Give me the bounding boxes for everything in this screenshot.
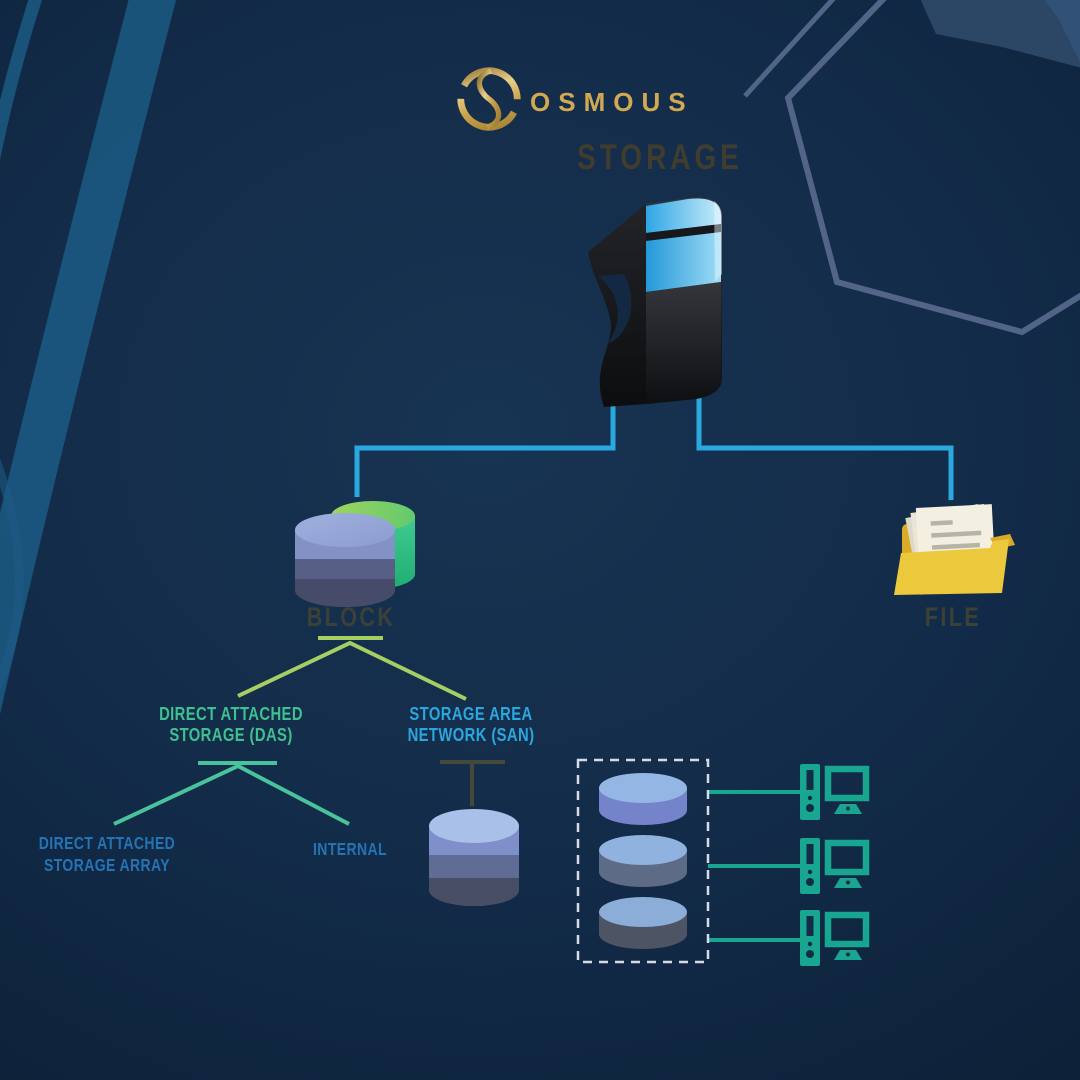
folder-front-flap [894,539,1009,595]
das-array-node-label: DIRECT ATTACHED STORAGE ARRAY [39,832,175,876]
blue-cylinder-top [295,513,395,547]
file-node-label: FILE [924,602,982,632]
das-label-line1: DIRECT ATTACHED [159,703,303,724]
connector-das-children [113,763,350,826]
array-disk-1 [599,773,687,825]
server-side-swoosh [598,274,632,344]
das-array-label-line1: DIRECT ATTACHED [38,833,176,853]
disk-array-dashed-box [576,758,710,964]
server-blue-panel-top [646,198,721,233]
page-title: STORAGE [577,138,743,177]
san-cylinder-top [429,809,519,843]
stand-dot [846,806,850,811]
client-computer-icon [800,910,870,966]
computer-tower [800,764,820,820]
arc-band-thick [0,0,177,715]
osmous-ring-icon [457,67,521,131]
blue-cylinder-band-3 [295,579,395,607]
block-node-label: BLOCK [306,602,396,632]
array-disk-3 [599,897,687,949]
client-computer-icon [800,838,870,894]
san-label-line1: STORAGE AREA [409,703,533,724]
das-node-label: DIRECT ATTACHED STORAGE (DAS) [159,703,303,745]
arc-band-thin [0,0,42,160]
brand-name: OSMOUS [530,87,694,117]
dashed-disk-array-icon [599,773,687,949]
hexagon-outline-large [784,0,1080,336]
disk-stack-icon [295,501,415,607]
das-array-label-line2: STORAGE ARRAY [43,855,171,875]
hexagon-outline-partial [743,0,836,98]
server-panel-separator [646,224,721,241]
server-body [646,282,721,404]
logo-s-curve [476,68,502,130]
tower-dot-small [807,795,813,801]
san-cylinder-band-3 [429,878,519,906]
paper-line-1 [931,530,982,538]
tower-dot-large [806,804,814,812]
arc-band-lower [0,458,24,692]
tower-slot [806,770,814,790]
server-blue-panel-bottom [646,232,721,292]
array-disk-2 [599,835,687,887]
connector-storage-file [696,398,954,500]
logo-ring [457,67,521,131]
server-edge-highlight [714,201,722,282]
das-label-line2: STORAGE (DAS) [169,724,293,745]
disk-cylinder-icon [429,809,519,906]
client-computer-icon [800,764,870,820]
connector-storage-block [354,398,616,497]
connector-block-children [237,640,467,701]
san-label-line2: NETWORK (SAN) [407,724,535,745]
hexagon-filled-facet [1044,0,1080,62]
computer-monitor [824,765,870,802]
internal-node-label: INTERNAL [313,839,387,859]
paper-line-2 [931,542,980,550]
server-tower-icon [588,197,722,407]
hexagon-filled-corner [920,0,1080,68]
connector-san-cylinder [440,760,505,806]
paper-line-short [930,520,953,526]
folder-documents-icon [894,503,1015,595]
san-node-label: STORAGE AREA NETWORK (SAN) [408,703,535,745]
